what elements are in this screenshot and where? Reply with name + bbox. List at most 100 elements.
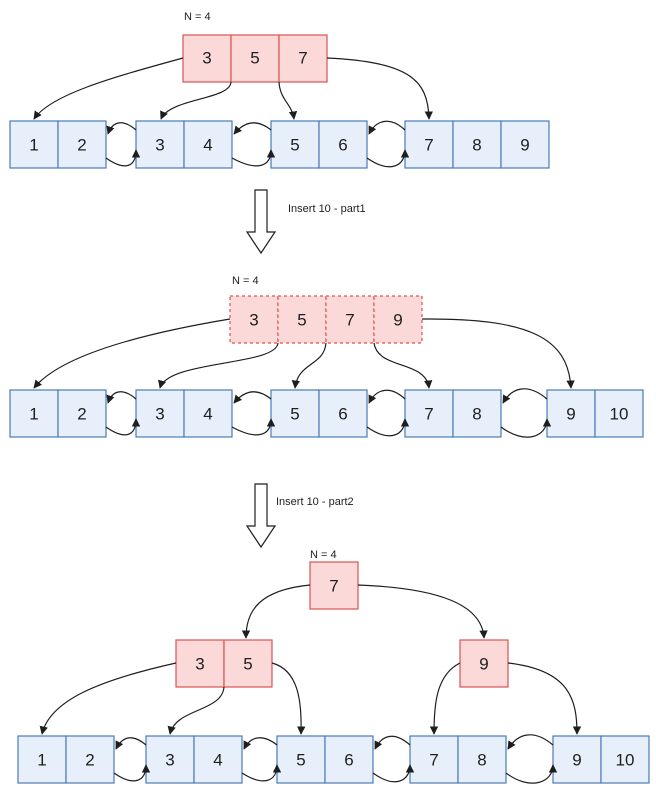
leaf-key: 9 bbox=[566, 405, 575, 424]
leaf-key: 7 bbox=[424, 136, 433, 155]
leaf-key: 8 bbox=[477, 751, 486, 770]
leaf-key-cell bbox=[193, 735, 243, 784]
child-pointer-arrow bbox=[357, 584, 488, 639]
leaf-key-cell bbox=[457, 735, 507, 784]
internal-key-cell bbox=[229, 295, 279, 344]
internal-key: 5 bbox=[297, 311, 306, 330]
leaf-key: 3 bbox=[155, 136, 164, 155]
internal-key: 9 bbox=[479, 655, 488, 674]
child-pointer-arrow bbox=[278, 81, 298, 120]
internal-key-cell bbox=[175, 639, 225, 688]
sibling-link-arrow bbox=[233, 391, 272, 404]
stage-2-leaf-nodes: 1 2 3 4 5 6 7 8 9 10 bbox=[9, 389, 644, 438]
leaf-key-cell bbox=[57, 120, 107, 169]
leaf-key: 6 bbox=[344, 751, 353, 770]
leaf-key: 4 bbox=[203, 136, 212, 155]
leaf-key-cell bbox=[183, 120, 233, 169]
child-pointer-arrow bbox=[507, 662, 582, 735]
leaf-key: 5 bbox=[290, 136, 299, 155]
internal-key: 9 bbox=[393, 311, 402, 330]
leaf-key-cell bbox=[452, 389, 502, 438]
leaf-key-cell bbox=[404, 389, 454, 438]
child-pointer-arrow bbox=[39, 662, 177, 735]
sibling-link-arrow bbox=[502, 388, 548, 404]
stage-2-sibling-links bbox=[105, 388, 552, 438]
leaf-key-cell bbox=[270, 120, 320, 169]
stage-2-order-label: N = 4 bbox=[232, 275, 259, 287]
stage-2: N = 4 3 5 7 9 1 2 3 4 5 6 bbox=[9, 275, 644, 438]
internal-key: 3 bbox=[249, 311, 258, 330]
stage-3-root-node: 7 bbox=[309, 561, 359, 610]
internal-key-cell bbox=[278, 34, 328, 83]
sibling-link-arrow bbox=[105, 418, 141, 436]
leaf-key-cell bbox=[594, 389, 644, 438]
leaf-key-cell bbox=[183, 389, 233, 438]
sibling-link-arrow bbox=[374, 735, 411, 750]
stage-3-order-label: N = 4 bbox=[310, 549, 337, 561]
internal-key: 7 bbox=[298, 49, 307, 68]
leaf-key-cell bbox=[552, 735, 602, 784]
leaf-key: 4 bbox=[203, 405, 212, 424]
child-pointer-arrow bbox=[421, 318, 575, 389]
internal-key: 5 bbox=[250, 49, 259, 68]
stage-1-internal-node: 3 5 7 bbox=[182, 34, 328, 83]
internal-key-cell bbox=[373, 295, 423, 344]
internal-key-cell bbox=[223, 639, 273, 688]
leaf-key-cell bbox=[57, 389, 107, 438]
internal-key: 5 bbox=[243, 655, 252, 674]
stage-1-order-label: N = 4 bbox=[184, 11, 211, 23]
child-pointer-arrow bbox=[158, 342, 279, 389]
internal-key: 7 bbox=[345, 311, 354, 330]
leaf-key: 10 bbox=[616, 751, 635, 770]
internal-key: 3 bbox=[202, 49, 211, 68]
sibling-link-arrow bbox=[231, 418, 276, 436]
child-pointer-arrow bbox=[167, 686, 225, 735]
leaf-key: 1 bbox=[37, 751, 46, 770]
internal-key-cell bbox=[325, 295, 375, 344]
leaf-key: 6 bbox=[338, 136, 347, 155]
leaf-key: 8 bbox=[472, 136, 481, 155]
child-pointer-arrow bbox=[33, 57, 184, 120]
down-arrow-icon bbox=[245, 189, 277, 255]
stage-1-child-pointers bbox=[33, 57, 434, 120]
stage-1-sibling-links bbox=[105, 120, 410, 168]
leaf-key-cell bbox=[65, 735, 115, 784]
sibling-link-arrow bbox=[505, 764, 558, 784]
leaf-key: 3 bbox=[165, 751, 174, 770]
internal-key-cell bbox=[230, 34, 280, 83]
leaf-key: 9 bbox=[572, 751, 581, 770]
leaf-key: 4 bbox=[213, 751, 222, 770]
stage-3-leaf-nodes: 1 2 3 4 5 6 7 8 9 10 bbox=[17, 735, 650, 784]
internal-key-cell bbox=[277, 295, 327, 344]
leaf-key: 1 bbox=[29, 136, 38, 155]
stage-3-left-internal-node: 3 5 bbox=[175, 639, 273, 688]
leaf-key: 6 bbox=[338, 405, 347, 424]
leaf-key: 2 bbox=[77, 136, 86, 155]
step-1-label: Insert 10 - part1 bbox=[288, 203, 366, 215]
child-pointer-arrow bbox=[429, 662, 461, 735]
sibling-link-arrow bbox=[500, 418, 552, 438]
sibling-link-arrow bbox=[105, 149, 141, 167]
stage-3-sibling-links bbox=[113, 734, 558, 784]
stage-2-child-pointers bbox=[33, 318, 575, 389]
sibling-link-arrow bbox=[241, 764, 282, 782]
sibling-link-arrow bbox=[106, 122, 137, 135]
child-pointer-arrow bbox=[271, 662, 306, 735]
sibling-link-arrow bbox=[106, 391, 137, 404]
leaf-key: 2 bbox=[77, 405, 86, 424]
stage-1: N = 4 3 5 7 1 2 3 4 5 6 7 bbox=[9, 11, 550, 169]
stage-1-leaf-nodes: 1 2 3 4 5 6 7 8 9 bbox=[9, 120, 550, 169]
child-pointer-arrow bbox=[33, 318, 231, 389]
leaf-key: 5 bbox=[290, 405, 299, 424]
stage-3-right-internal-node: 9 bbox=[459, 639, 509, 688]
leaf-key: 10 bbox=[610, 405, 629, 424]
leaf-key: 5 bbox=[296, 751, 305, 770]
leaf-key: 1 bbox=[29, 405, 38, 424]
leaf-key-cell bbox=[318, 389, 368, 438]
stage-3: N = 4 7 3 5 9 1 2 3 bbox=[17, 549, 650, 784]
sibling-link-arrow bbox=[233, 122, 272, 135]
leaf-key: 3 bbox=[155, 405, 164, 424]
leaf-key-cell bbox=[500, 120, 550, 169]
leaf-key-cell bbox=[404, 120, 454, 169]
